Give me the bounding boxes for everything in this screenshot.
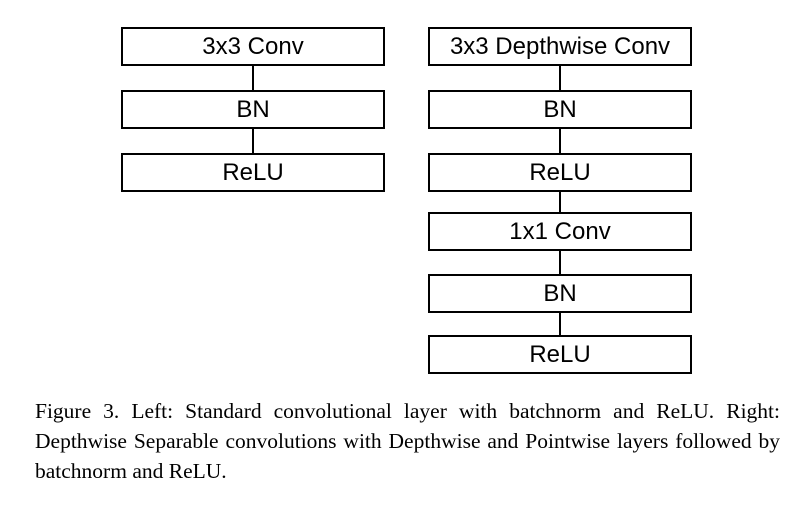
right-relu-block-1: ReLU xyxy=(428,153,692,192)
left-bn-block: BN xyxy=(121,90,385,129)
right-connector-2 xyxy=(559,129,561,153)
right-bn-block-2: BN xyxy=(428,274,692,313)
right-connector-4 xyxy=(559,251,561,274)
figure-caption: Figure 3. Left: Standard convolutional l… xyxy=(35,399,780,483)
right-connector-1 xyxy=(559,66,561,90)
left-connector-1 xyxy=(252,66,254,90)
right-bn-block-1: BN xyxy=(428,90,692,129)
right-pointwise-conv-block: 1x1 Conv xyxy=(428,212,692,251)
right-connector-3 xyxy=(559,192,561,212)
left-conv-block: 3x3 Conv xyxy=(121,27,385,66)
left-connector-2 xyxy=(252,129,254,153)
right-depthwise-conv-block: 3x3 Depthwise Conv xyxy=(428,27,692,66)
figure-diagram: 3x3 Conv BN ReLU 3x3 Depthwise Conv BN R… xyxy=(121,27,692,374)
left-relu-block: ReLU xyxy=(121,153,385,192)
right-connector-5 xyxy=(559,313,561,335)
right-relu-block-2: ReLU xyxy=(428,335,692,374)
